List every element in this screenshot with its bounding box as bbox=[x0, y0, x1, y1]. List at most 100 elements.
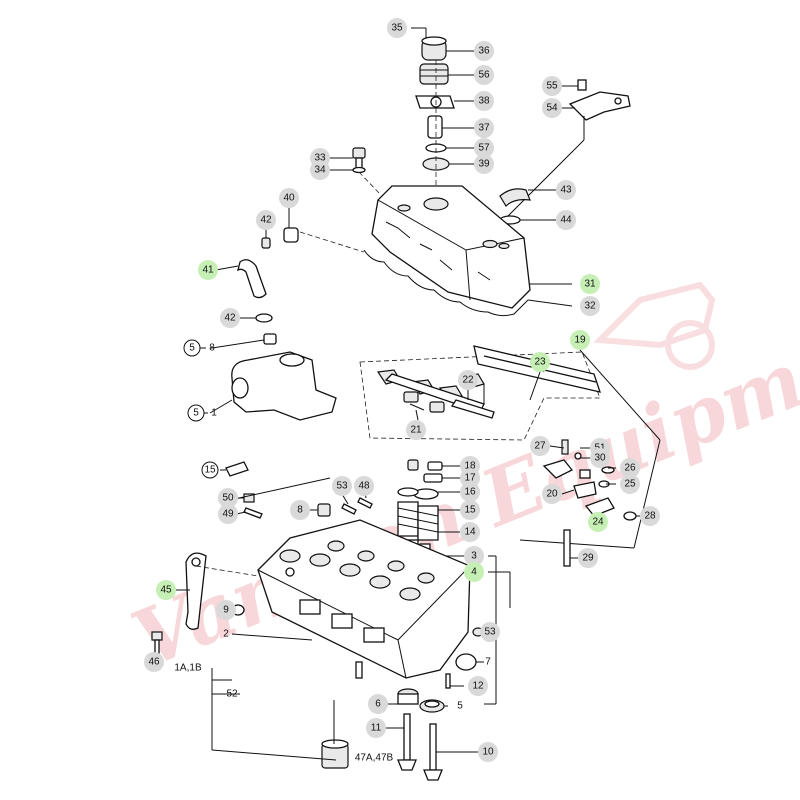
callout-40: 40 bbox=[279, 188, 299, 208]
breather-hose bbox=[215, 206, 365, 323]
svg-text:5: 5 bbox=[189, 343, 195, 354]
svg-text:7: 7 bbox=[485, 657, 491, 668]
callout-25: 25 bbox=[620, 474, 640, 494]
svg-text:18: 18 bbox=[464, 461, 476, 472]
callout-46: 46 bbox=[144, 652, 164, 672]
callout-16: 16 bbox=[460, 482, 480, 502]
svg-text:5: 5 bbox=[193, 408, 199, 419]
callout-41[interactable]: 41 bbox=[198, 260, 218, 280]
svg-text:5: 5 bbox=[457, 701, 463, 712]
svg-text:55: 55 bbox=[546, 81, 558, 92]
svg-text:27: 27 bbox=[534, 441, 546, 452]
callout-23[interactable]: 23 bbox=[530, 352, 550, 372]
callout-44: 44 bbox=[556, 210, 576, 230]
svg-text:33: 33 bbox=[314, 153, 326, 164]
callout-21: 21 bbox=[406, 420, 426, 440]
callout-35: 35 bbox=[387, 18, 407, 38]
callout-53-upper: 53 bbox=[332, 476, 352, 496]
callout-52: 52 bbox=[226, 689, 238, 700]
svg-text:44: 44 bbox=[560, 215, 572, 226]
callout-28: 28 bbox=[640, 506, 660, 526]
callout-53-lower: 53 bbox=[480, 622, 500, 642]
svg-text:38: 38 bbox=[478, 96, 490, 107]
svg-text:35: 35 bbox=[391, 23, 403, 34]
callout-56: 56 bbox=[474, 65, 494, 85]
svg-text:42: 42 bbox=[224, 313, 236, 324]
svg-text:32: 32 bbox=[584, 301, 596, 312]
callout-42-upper: 42 bbox=[256, 210, 276, 230]
svg-text:6: 6 bbox=[375, 699, 381, 710]
callout-26: 26 bbox=[620, 458, 640, 478]
svg-text:25: 25 bbox=[624, 479, 636, 490]
callout-57: 57 bbox=[474, 138, 494, 158]
callout-8-left: 8 bbox=[290, 500, 310, 520]
callout-10: 10 bbox=[478, 742, 498, 762]
callout-4[interactable]: 4 bbox=[464, 562, 484, 582]
callout-15-left: 15 bbox=[201, 461, 219, 479]
svg-text:14: 14 bbox=[464, 527, 476, 538]
callout-34: 34 bbox=[310, 160, 330, 180]
callout-43: 43 bbox=[556, 180, 576, 200]
svg-text:31: 31 bbox=[584, 279, 596, 290]
svg-text:36: 36 bbox=[478, 46, 490, 57]
svg-text:51: 51 bbox=[594, 443, 606, 454]
callout-31[interactable]: 31 bbox=[580, 274, 600, 294]
callout-14: 14 bbox=[460, 522, 480, 542]
svg-text:24: 24 bbox=[592, 517, 604, 528]
svg-text:50: 50 bbox=[222, 493, 234, 504]
svg-text:48: 48 bbox=[358, 481, 370, 492]
callout-38: 38 bbox=[474, 91, 494, 111]
valve-cover bbox=[363, 185, 573, 317]
svg-text:53: 53 bbox=[336, 481, 348, 492]
svg-text:3: 3 bbox=[471, 551, 477, 562]
callout-5-middle: 5 bbox=[187, 404, 208, 422]
svg-text:46: 46 bbox=[148, 657, 160, 668]
svg-text:47A,47B: 47A,47B bbox=[355, 753, 394, 764]
callout-15: 15 bbox=[460, 500, 480, 520]
svg-text:2: 2 bbox=[223, 629, 229, 640]
svg-text:37: 37 bbox=[478, 123, 490, 134]
callout-19[interactable]: 19 bbox=[570, 330, 590, 350]
svg-text:29: 29 bbox=[582, 553, 594, 564]
watermark-tractor-icon bbox=[593, 281, 716, 370]
callout-37: 37 bbox=[474, 118, 494, 138]
svg-text:49: 49 bbox=[222, 509, 234, 520]
cover-bolt-33-34 bbox=[330, 147, 381, 195]
svg-text:9: 9 bbox=[223, 605, 229, 616]
svg-text:26: 26 bbox=[624, 463, 636, 474]
callout-24[interactable]: 24 bbox=[588, 512, 608, 532]
callout-29: 29 bbox=[578, 548, 598, 568]
svg-text:15: 15 bbox=[204, 465, 216, 476]
svg-text:43: 43 bbox=[560, 185, 572, 196]
callout-49: 49 bbox=[218, 504, 238, 524]
svg-text:12: 12 bbox=[472, 681, 484, 692]
callout-2: 2 bbox=[223, 629, 229, 640]
callout-54: 54 bbox=[542, 98, 562, 118]
callout-1: 1 bbox=[211, 408, 217, 419]
intake-manifold bbox=[209, 333, 337, 421]
callout-5-lower: 5 bbox=[457, 701, 463, 712]
callout-7: 7 bbox=[485, 657, 491, 668]
svg-text:23: 23 bbox=[534, 357, 546, 368]
svg-text:15: 15 bbox=[464, 505, 476, 516]
svg-text:34: 34 bbox=[314, 165, 326, 176]
svg-text:40: 40 bbox=[283, 193, 295, 204]
callout-9: 9 bbox=[216, 600, 236, 620]
cylinder-head-ports bbox=[279, 540, 435, 643]
callout-45[interactable]: 45 bbox=[156, 580, 176, 600]
callout-1a-1b: 1A,1B bbox=[174, 663, 202, 674]
svg-text:52: 52 bbox=[226, 689, 238, 700]
left-fittings bbox=[220, 461, 373, 519]
svg-text:45: 45 bbox=[160, 585, 172, 596]
push-rod bbox=[563, 529, 578, 567]
svg-text:42: 42 bbox=[260, 215, 272, 226]
callout-48: 48 bbox=[354, 476, 374, 496]
svg-text:28: 28 bbox=[644, 511, 656, 522]
cylinder-head bbox=[195, 519, 471, 679]
callout-6: 6 bbox=[368, 694, 388, 714]
svg-text:56: 56 bbox=[478, 70, 490, 81]
svg-text:30: 30 bbox=[594, 453, 606, 464]
callout-8-upper: 8 bbox=[209, 343, 215, 354]
callout-11: 11 bbox=[366, 718, 386, 738]
